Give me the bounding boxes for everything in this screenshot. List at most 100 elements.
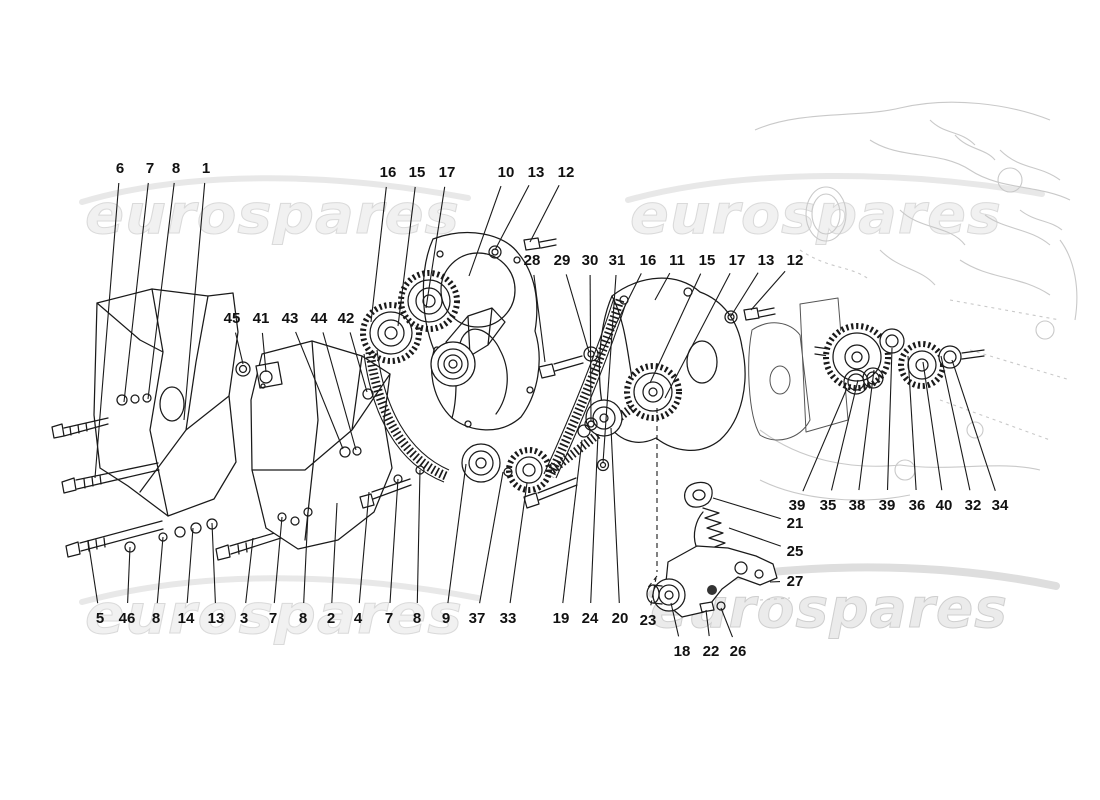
leader-line-7 [389, 478, 399, 604]
leader-line-11 [654, 272, 671, 301]
callout-7: 7 [385, 610, 393, 627]
leader-line-7 [123, 182, 149, 403]
leader-line-30 [589, 274, 592, 423]
leader-line-16 [370, 186, 387, 323]
timing-belt-left [359, 349, 552, 509]
leader-line-17 [425, 186, 446, 309]
callout-8: 8 [152, 610, 160, 627]
callout-3: 3 [240, 610, 248, 627]
swoosh-curve [79, 575, 481, 605]
camshaft-pulleys-left [360, 270, 460, 364]
leader-line-42 [349, 332, 368, 393]
callout-13: 13 [758, 252, 775, 269]
leader-line-15 [397, 186, 416, 327]
callout-15: 15 [699, 252, 716, 269]
callout-24: 24 [582, 610, 599, 627]
callout-8: 8 [172, 160, 180, 177]
leader-line-21 [712, 497, 781, 520]
plug-and-gasket [235, 361, 283, 389]
callout-23: 23 [640, 612, 657, 629]
callout-21: 21 [787, 515, 804, 532]
watermark-top-left: eurospares [79, 175, 471, 247]
leader-line-35 [830, 379, 859, 491]
tensioner-pulley [585, 399, 623, 437]
callout-8: 8 [413, 610, 421, 627]
callout-43: 43 [282, 310, 299, 327]
callout-46: 46 [119, 610, 136, 627]
callout-30: 30 [582, 252, 599, 269]
leader-line-44 [322, 332, 357, 451]
leader-line-8 [303, 511, 309, 604]
callout-37: 37 [469, 610, 486, 627]
leader-line-45 [234, 332, 244, 365]
belt-tensioner-center [430, 307, 506, 387]
leader-line-15 [649, 273, 702, 384]
leader-line-32 [940, 355, 971, 491]
callout-5: 5 [96, 610, 104, 627]
leader-line-2 [331, 502, 338, 604]
leader-line-13 [730, 272, 759, 317]
callout-8: 8 [299, 610, 307, 627]
callout-28: 28 [524, 252, 541, 269]
leader-line-17 [664, 273, 731, 399]
callout-27: 27 [787, 573, 804, 590]
leader-line-13 [494, 185, 530, 251]
leader-line-34 [951, 359, 996, 491]
watermark-bottom-left: eurospares [79, 575, 481, 647]
adjuster-cap [684, 481, 713, 508]
front-timing-cover [422, 232, 540, 431]
swoosh-curve [79, 175, 471, 205]
leader-line-40 [922, 361, 943, 491]
watermark-text: eurospares [85, 183, 460, 246]
callout-29: 29 [554, 252, 571, 269]
leader-line-9 [447, 463, 467, 604]
tensioner-spring [702, 507, 728, 554]
leader-line-5 [87, 539, 99, 604]
leader-line-29 [565, 274, 590, 353]
callout-2: 2 [327, 610, 335, 627]
callout-22: 22 [703, 643, 720, 660]
leader-line-37 [479, 471, 504, 604]
leader-line-4 [358, 491, 370, 604]
leader-line-28 [533, 274, 546, 363]
leader-line-43 [295, 331, 344, 450]
leader-line-19 [562, 439, 583, 604]
callout-26: 26 [730, 643, 747, 660]
leader-line-36 [907, 355, 917, 491]
leader-line-26 [720, 607, 734, 638]
left-timing-cover [51, 288, 239, 517]
callout-45: 45 [224, 310, 241, 327]
callout-41: 41 [253, 310, 270, 327]
leader-line-33 [509, 482, 528, 604]
callout-25: 25 [787, 543, 804, 560]
leader-line-22 [705, 609, 710, 637]
leader-line-12 [529, 185, 560, 243]
leader-line-39 [802, 387, 848, 492]
callout-44: 44 [311, 310, 328, 327]
callout-13: 13 [528, 164, 545, 181]
leader-line-39 [886, 347, 893, 491]
callout-17: 17 [729, 252, 746, 269]
leader-line-18 [670, 602, 680, 637]
lever-hub [652, 578, 686, 612]
leader-line-16 [591, 273, 642, 373]
callout-38: 38 [849, 497, 866, 514]
callout-6: 6 [116, 160, 124, 177]
callout-34: 34 [992, 497, 1009, 514]
callout-31: 31 [609, 252, 626, 269]
faint-engine-sketch [754, 101, 1078, 601]
leader-line-13 [211, 522, 216, 604]
callout-16: 16 [380, 164, 397, 181]
leader-line-7 [273, 516, 283, 604]
leader-line-1 [183, 182, 206, 421]
callout-33: 33 [500, 610, 517, 627]
pivot-nut [699, 601, 715, 613]
watermark-text: eurospares [85, 583, 463, 646]
callout-42: 42 [338, 310, 355, 327]
callout-32: 32 [965, 497, 982, 514]
callout-1: 1 [202, 160, 210, 177]
leader-line-12 [750, 270, 786, 311]
